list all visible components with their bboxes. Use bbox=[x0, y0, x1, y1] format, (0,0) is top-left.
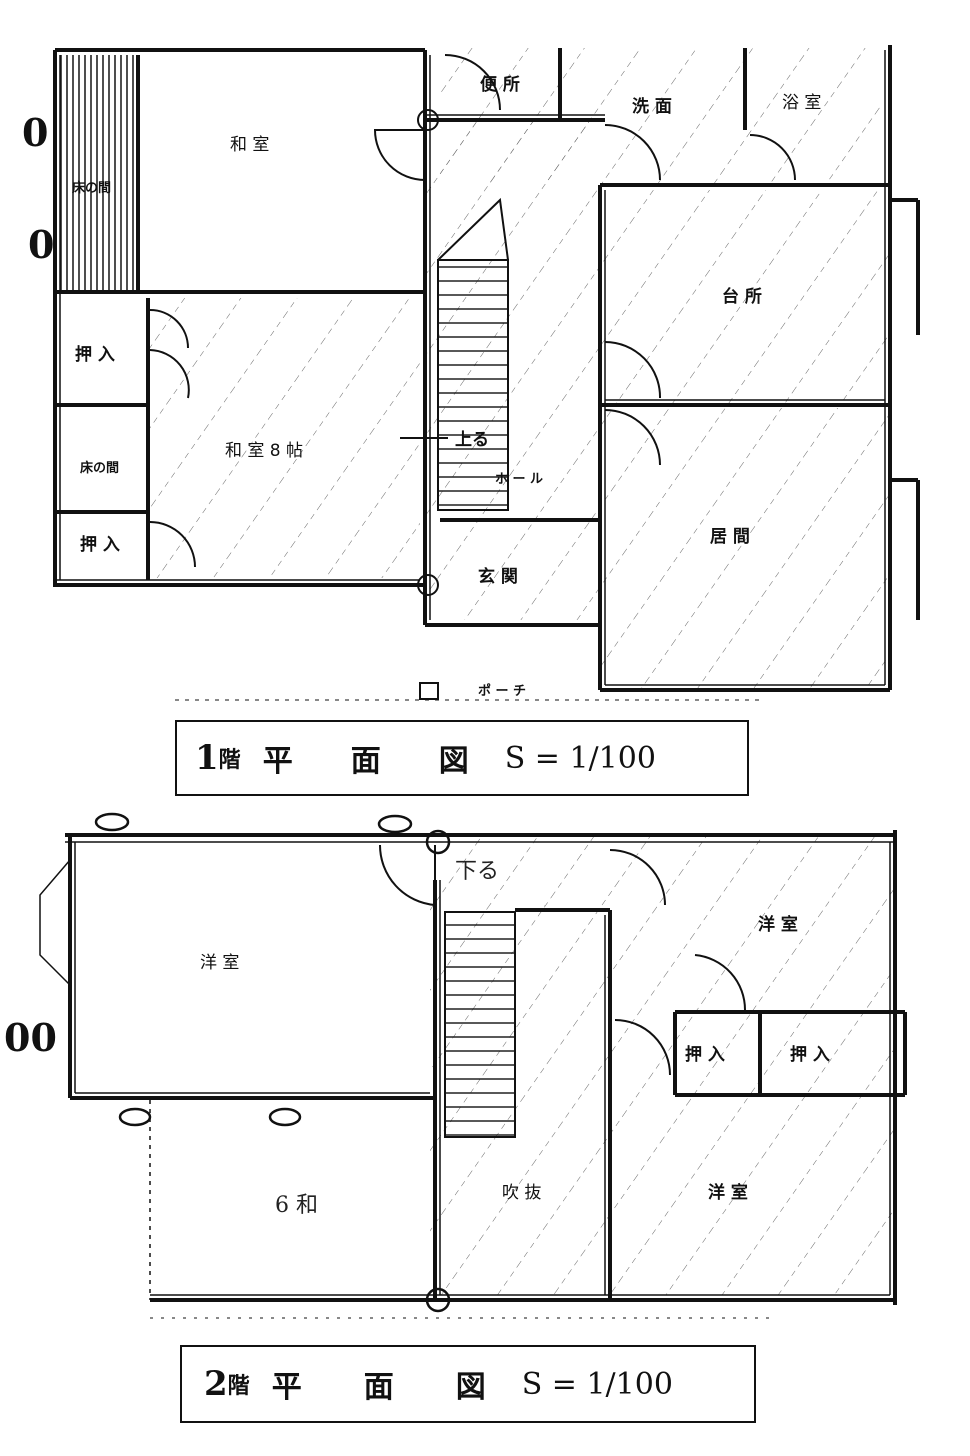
floor2-title-box: 2 階 平 面 図 S = 1/100 bbox=[180, 1345, 756, 1423]
floor1-title-hei: 平 bbox=[262, 744, 293, 779]
floor1-label-tokonoma-bottom: 床の間 bbox=[80, 460, 119, 476]
floor2-plan: 洋 室 下る 洋 室 押 入 押 入 6 和 吹 抜 洋 室 bbox=[39, 812, 907, 1319]
floor1-title-zu: 図 bbox=[438, 744, 469, 779]
floor1-label-washitsu8: 和 室 8 帖 bbox=[225, 441, 303, 461]
floor1-inner-lines bbox=[55, 50, 886, 686]
floor1-label-tokonoma-top: 床の間 bbox=[72, 180, 111, 196]
floor2-title-zu: 図 bbox=[455, 1370, 486, 1405]
floor1-stair-winder bbox=[437, 197, 509, 261]
floor2-label-yoshitsu-left: 洋 室 bbox=[200, 953, 239, 973]
floor2-label-oshiire-b: 押 入 bbox=[790, 1044, 830, 1065]
floor2-title-kai: 階 bbox=[227, 1373, 250, 1399]
floor1-title-kai: 階 bbox=[218, 747, 241, 773]
floor2-label-wa6: 6 和 bbox=[275, 1193, 318, 1218]
floor1-label-benjo: 便 所 bbox=[480, 74, 520, 95]
floor2-label-oshiire-a: 押 入 bbox=[685, 1044, 725, 1065]
floor2-label-yoshitsu-bottom: 洋 室 bbox=[708, 1182, 748, 1203]
floor1-label-oshiire2: 押 入 bbox=[80, 534, 120, 555]
floor2-walls bbox=[65, 830, 907, 1305]
floor1-walls bbox=[53, 45, 920, 692]
floor2-title-hei: 平 bbox=[271, 1370, 302, 1405]
floor1-title-floor: 1 bbox=[195, 738, 219, 778]
floor2-inner-lines bbox=[39, 841, 895, 1300]
floor1-hatch-ima bbox=[600, 408, 890, 690]
floor1-columns bbox=[417, 109, 439, 596]
floor1-margin-mark-2: 0 bbox=[28, 222, 55, 267]
floor2-label-kudaru: 下る bbox=[455, 859, 499, 884]
floor1-label-ima: 居 間 bbox=[710, 527, 750, 547]
floor2-title-floor: 2 bbox=[204, 1364, 228, 1404]
floor1-margin-mark-1: 0 bbox=[22, 110, 49, 155]
floor1-porch-step bbox=[419, 682, 439, 700]
floor2-hatch-right bbox=[610, 835, 895, 1295]
floor1-label-washitsu: 和 室 bbox=[230, 135, 269, 155]
floor1-title-box: 1 階 平 面 図 S = 1/100 bbox=[175, 720, 749, 796]
floor2-margin-mark: 00 bbox=[4, 1015, 57, 1060]
floor2-label-fukinuke: 吹 抜 bbox=[502, 1183, 541, 1203]
floor1-title-men: 面 bbox=[350, 744, 381, 779]
floor1-title-scale: S = 1/100 bbox=[504, 740, 656, 776]
floor2-label-yoshitsu-right: 洋 室 bbox=[758, 914, 798, 935]
floor1-label-porch: ポ ー チ bbox=[478, 683, 526, 699]
floor2-stairs bbox=[444, 911, 516, 1138]
floor1-tokonoma-fill bbox=[56, 55, 138, 290]
floor2-title-scale: S = 1/100 bbox=[521, 1366, 673, 1402]
floor1-hatch-washitsu8 bbox=[150, 298, 420, 578]
floor1-label-noboru: 上る bbox=[455, 430, 489, 450]
floor1-plan: 和 室 床の間 押 入 和 室 8 帖 床の間 押 入 便 所 洗 面 浴 室 … bbox=[53, 45, 920, 701]
floor1-stairs bbox=[437, 259, 509, 511]
floor1-label-senmen: 洗 面 bbox=[632, 96, 672, 117]
floor1-hatch-kitchen bbox=[600, 190, 890, 405]
floor1-label-yokushitsu: 浴 室 bbox=[782, 93, 821, 113]
floor2-columns bbox=[94, 812, 451, 1313]
floor1-label-daidokoro: 台 所 bbox=[722, 286, 762, 307]
floor1-label-genkan: 玄 関 bbox=[478, 566, 518, 587]
floor1-doors bbox=[149, 54, 796, 568]
floor1-label-oshiire1: 押 入 bbox=[75, 344, 115, 365]
floor2-title-men: 面 bbox=[363, 1370, 394, 1405]
floor2-doors bbox=[378, 844, 747, 1076]
floor1-label-hall: ホ ー ル bbox=[495, 472, 543, 487]
